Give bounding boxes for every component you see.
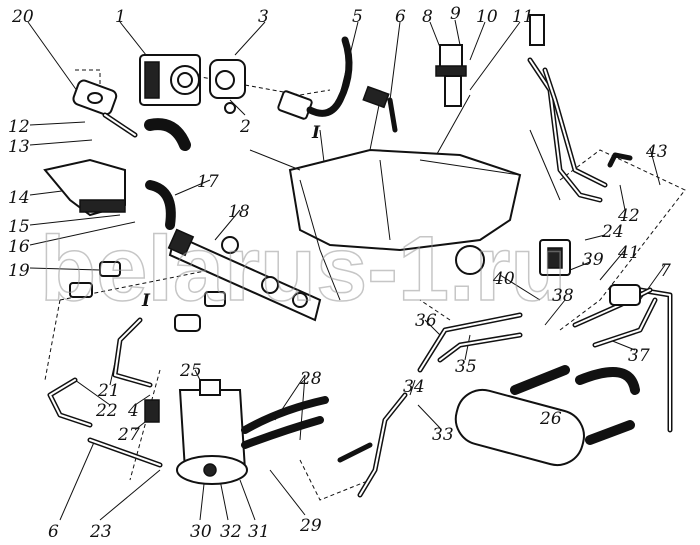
label: 39 [582,250,604,270]
lines-left [47,317,329,468]
label: 9 [450,4,461,24]
label: 15 [8,217,30,237]
label: 16 [8,237,30,257]
lines-right [527,14,673,433]
label: 34 [403,377,425,397]
label: 35 [455,357,477,377]
part-25-pump [176,379,248,485]
label: 21 [97,381,120,401]
label: 1 [115,7,126,27]
label: 38 [552,286,574,306]
label: 36 [415,311,437,331]
label: 5 [352,7,363,27]
label: 33 [432,425,454,445]
engine-block [249,129,561,301]
label: 30 [190,522,212,542]
label: 40 [492,269,515,289]
part-hose-bend [144,118,191,151]
callout-labels: 20 1 3 5 6 8 9 10 11 12 13 2 I 14 17 15 … [8,4,671,542]
label: 41 [617,243,640,263]
part-1-valve-body [139,54,201,106]
label: 25 [179,361,202,381]
label: 23 [89,522,112,542]
watermark: belarus-1.ru [40,218,567,320]
label: 28 [299,369,322,389]
label: 43 [645,142,668,162]
label: 22 [95,401,118,421]
label: 3 [258,7,269,27]
label: 2 [239,117,251,137]
label: 37 [628,346,650,366]
label: 27 [117,425,140,445]
part-17-hose [145,180,176,230]
label: 17 [197,172,219,192]
label: 19 [8,261,30,281]
lines-centre [337,312,523,498]
leader-lines [27,19,686,521]
part-19-fittings [69,261,226,332]
label: 26 [539,409,562,429]
part-5-hose [277,36,398,133]
label: 13 [8,137,30,157]
label: 7 [660,261,671,281]
part-8-10-sensor [435,44,467,107]
label: 14 [8,188,30,208]
label: 18 [228,202,250,222]
label: 11 [512,7,534,27]
label: 24 [601,222,624,242]
part-26-cylinder [454,365,640,467]
label: 42 [617,206,640,226]
part-20-fitting [72,79,138,138]
label: 10 [476,7,498,27]
label: 6 [48,522,59,542]
label: 31 [248,522,270,542]
label: I [311,123,321,143]
label: 4 [127,401,139,421]
part-18-distributor [167,228,322,322]
label: 6 [395,7,406,27]
label: 8 [422,7,433,27]
label: I [141,291,151,311]
part-3-flange [209,59,246,114]
label: 12 [8,117,30,137]
label: 32 [220,522,242,542]
label: 20 [11,7,34,27]
label: 29 [299,516,322,536]
part-14-filter [43,158,126,217]
